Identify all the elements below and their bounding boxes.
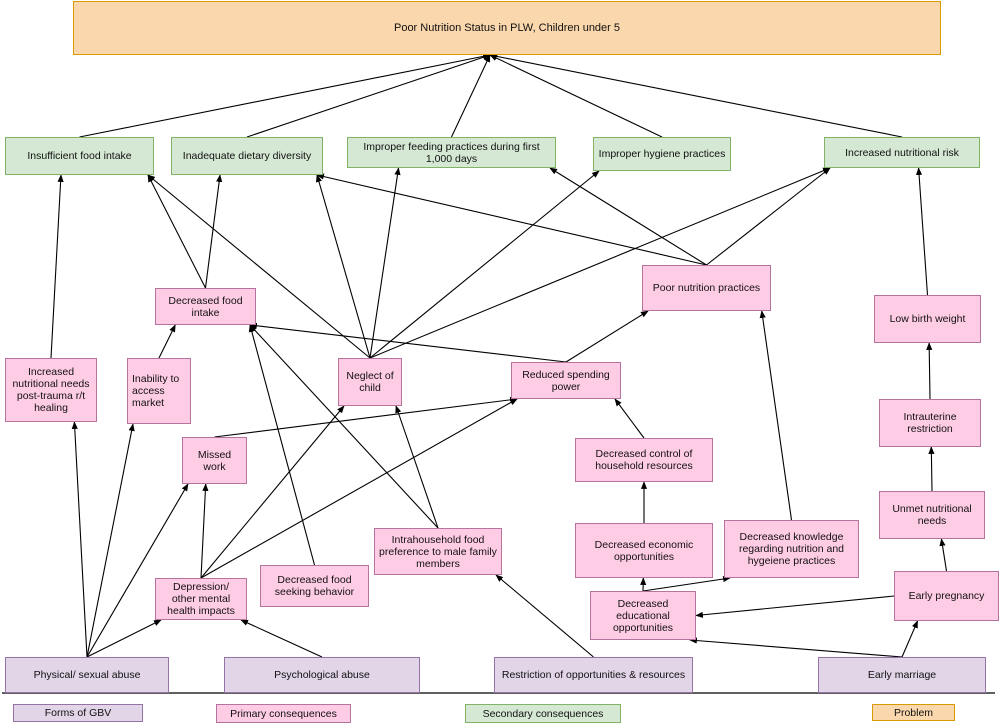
edge-early-pregnancy-to-decreased-educational [695, 595, 895, 618]
node-decreased-economic[interactable]: Decreased economic opportunities [575, 523, 713, 578]
edge-decreased-educational-to-decreased-knowledge [642, 575, 731, 592]
edge-decreased-food-intake-to-insufficient-food-intake [147, 174, 206, 289]
node-unmet-needs[interactable]: Unmet nutritional needs [879, 491, 985, 539]
edge-neglect-child-to-inadequate-dietary-diversity [315, 174, 371, 359]
legend-secondary: Secondary consequences [465, 704, 621, 723]
edge-decreased-control-to-reduced-spending [614, 398, 645, 439]
edge-poor-nutrition-practices-to-increased-nutritional-risk [706, 167, 831, 266]
edge-poor-nutrition-practices-to-inadequate-dietary-diversity [316, 173, 707, 266]
node-decreased-control[interactable]: Decreased control of household resources [575, 438, 713, 482]
legend-problem: Problem [872, 704, 955, 721]
node-early-marriage[interactable]: Early marriage [818, 657, 986, 693]
edge-increased-needs-to-insufficient-food-intake [50, 174, 64, 359]
node-insufficient-food-intake[interactable]: Insufficient food intake [5, 137, 154, 175]
node-intrahousehold[interactable]: Intrahousehold food preference to male f… [374, 528, 502, 575]
edge-increased-nutritional-risk-to-problem [489, 53, 903, 138]
node-intrauterine[interactable]: Intrauterine restriction [879, 399, 981, 447]
node-psychological-abuse[interactable]: Psychological abuse [224, 657, 420, 693]
edge-physical-abuse-to-missed-work [86, 483, 189, 658]
node-increased-needs[interactable]: Increased nutritional needs post-trauma … [5, 358, 97, 422]
edge-inability-market-to-decreased-food-intake [158, 324, 176, 359]
edge-neglect-child-to-improper-feeding [369, 167, 401, 359]
node-early-pregnancy[interactable]: Early pregnancy [894, 571, 999, 621]
node-problem[interactable]: Poor Nutrition Status in PLW, Children u… [73, 1, 941, 55]
node-inadequate-dietary-diversity[interactable]: Inadequate dietary diversity [171, 137, 323, 175]
node-improper-feeding[interactable]: Improper feeding practices during first … [347, 137, 556, 168]
edge-physical-abuse-to-inability-market [86, 423, 135, 658]
edge-reduced-spending-to-decreased-food-intake [249, 322, 567, 363]
edge-intrauterine-to-low-birth-weight [926, 342, 933, 400]
edge-depression-to-neglect-child [200, 405, 345, 579]
node-physical-abuse[interactable]: Physical/ sexual abuse [5, 657, 169, 693]
node-low-birth-weight[interactable]: Low birth weight [874, 295, 981, 343]
node-decreased-knowledge[interactable]: Decreased knowledge regarding nutrition … [724, 520, 859, 578]
edge-intrahousehold-to-neglect-child [395, 405, 439, 529]
edge-early-marriage-to-early-pregnancy [901, 620, 919, 658]
edge-insufficient-food-intake-to-problem [79, 53, 491, 138]
edge-improper-hygiene-to-problem [489, 54, 663, 138]
edge-early-marriage-to-decreased-educational [689, 637, 903, 658]
node-increased-nutritional-risk[interactable]: Increased nutritional risk [824, 137, 980, 168]
edge-inadequate-dietary-diversity-to-problem [246, 54, 491, 138]
edge-unmet-needs-to-intrauterine [928, 446, 935, 492]
legend-gbv: Forms of GBV [13, 704, 143, 722]
edge-poor-nutrition-practices-to-improper-feeding [549, 167, 707, 266]
edge-low-birth-weight-to-increased-nutritional-risk [915, 167, 929, 296]
node-poor-nutrition-practices[interactable]: Poor nutrition practices [642, 265, 771, 311]
edge-depression-to-reduced-spending [200, 398, 518, 579]
node-missed-work[interactable]: Missed work [182, 437, 247, 484]
node-decreased-educational[interactable]: Decreased educational opportunities [590, 591, 696, 640]
node-neglect-child[interactable]: Neglect of child [338, 358, 402, 406]
edge-missed-work-to-reduced-spending [214, 396, 518, 438]
node-decreased-food-intake[interactable]: Decreased food intake [155, 288, 256, 325]
edge-physical-abuse-to-increased-needs [71, 421, 88, 658]
node-reduced-spending[interactable]: Reduced spending power [511, 362, 621, 399]
node-food-seeking[interactable]: Decreased food seeking behavior [260, 565, 369, 607]
edge-decreased-food-intake-to-inadequate-dietary-diversity [204, 174, 223, 289]
node-restriction[interactable]: Restriction of opportunities & resources [494, 657, 693, 693]
edge-neglect-child-to-increased-nutritional-risk [369, 167, 831, 359]
edge-decreased-knowledge-to-poor-nutrition-practices [759, 310, 793, 521]
node-improper-hygiene[interactable]: Improper hygiene practices [593, 137, 731, 171]
edge-depression-to-missed-work [200, 483, 209, 579]
node-depression[interactable]: Depression/ other mental health impacts [155, 578, 247, 620]
legend-primary: Primary consequences [216, 704, 351, 723]
edge-psychological-abuse-to-depression [240, 619, 323, 658]
edge-physical-abuse-to-depression [86, 619, 162, 658]
edge-reduced-spending-to-poor-nutrition-practices [565, 310, 649, 363]
node-inability-market[interactable]: Inability to access market [127, 358, 191, 424]
edge-layer [50, 53, 948, 658]
edge-restriction-to-intrahousehold [495, 574, 594, 658]
edge-improper-feeding-to-problem [451, 54, 491, 138]
edge-intrahousehold-to-decreased-food-intake [249, 324, 439, 529]
edge-neglect-child-to-insufficient-food-intake [147, 174, 371, 359]
edge-food-seeking-to-decreased-food-intake [248, 324, 316, 566]
edge-early-pregnancy-to-unmet-needs [939, 538, 948, 572]
edge-neglect-child-to-improper-hygiene [369, 170, 600, 359]
